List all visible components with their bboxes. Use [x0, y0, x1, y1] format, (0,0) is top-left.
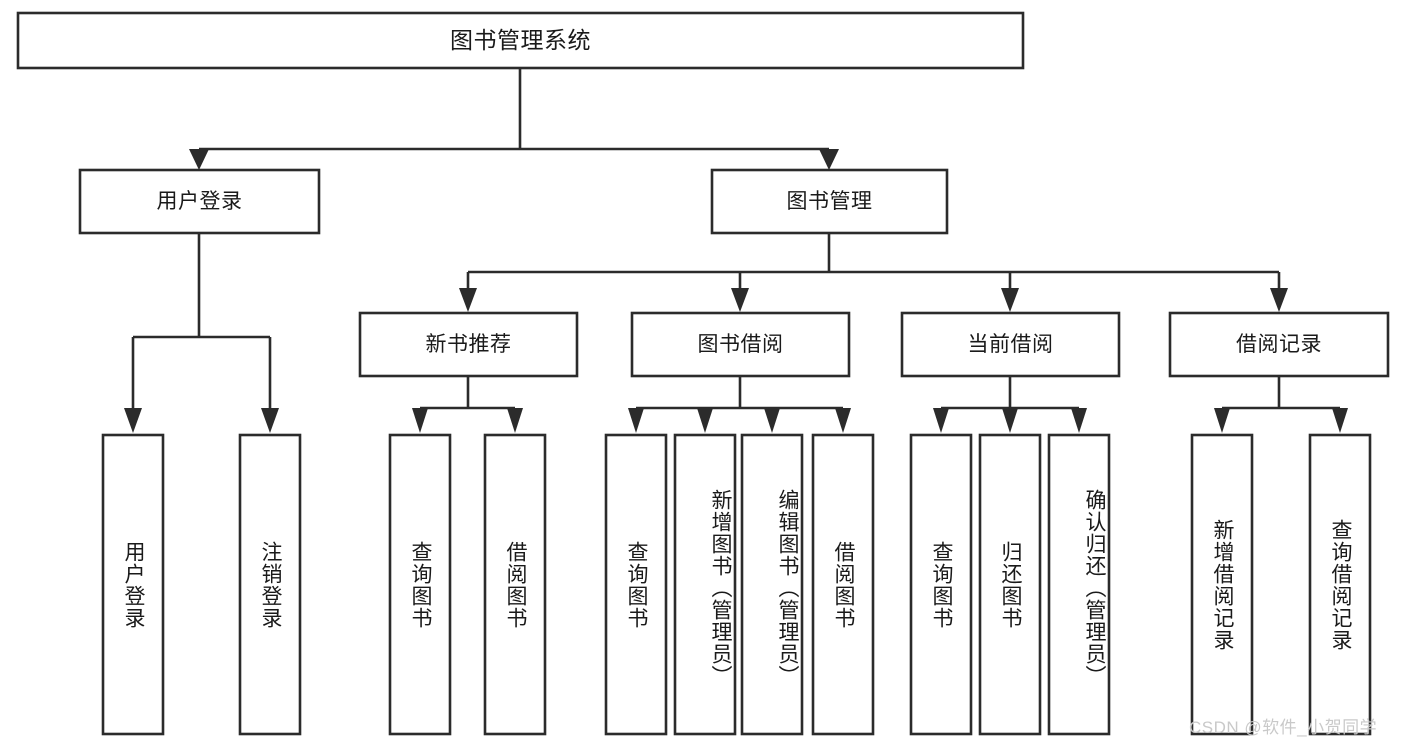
arrow-head-leaf-user-login — [124, 408, 142, 433]
node-box-leaf-edit-book[interactable] — [740, 433, 804, 736]
node-box-leaf-add-book[interactable] — [673, 433, 737, 736]
arrow-head-current-borrow — [1001, 288, 1019, 312]
node-label-leaf-borrow-book-1: 借阅图书 — [504, 540, 527, 629]
node-box-leaf-return-book[interactable] — [978, 433, 1042, 736]
arrow-head-leaf-borrow-book-2 — [835, 408, 851, 433]
node-label-borrow-record: 借阅记录 — [1236, 332, 1322, 356]
node-box-book-manage[interactable] — [710, 168, 949, 235]
arrow-head-leaf-return-book — [1002, 408, 1018, 433]
node-label-leaf-query-book-3: 查询图书 — [930, 540, 953, 629]
arrow-head-leaf-query-book-1 — [412, 408, 428, 433]
node-label-leaf-confirm-return: 确认归还（管理员） — [1083, 488, 1106, 687]
arrow-head-leaf-add-record — [1214, 408, 1230, 433]
arrow-head-leaf-query-book-3 — [933, 408, 949, 433]
node-label-user-login: 用户登录 — [156, 189, 243, 213]
arrow-head-leaf-query-book-2 — [628, 408, 644, 433]
node-label-book-borrow: 图书借阅 — [697, 332, 784, 356]
node-box-leaf-confirm-return[interactable] — [1047, 433, 1111, 736]
node-label-leaf-add-record: 新增借阅记录 — [1211, 518, 1234, 651]
node-box-leaf-user-login[interactable] — [101, 433, 165, 736]
node-box-leaf-query-record[interactable] — [1308, 433, 1372, 736]
node-box-new-book-recommend[interactable] — [358, 311, 579, 378]
arrow-head-book-borrow — [731, 288, 749, 312]
arrow-head-leaf-logout — [261, 408, 279, 433]
arrow-head-leaf-query-record — [1332, 408, 1348, 433]
node-box-root[interactable] — [16, 11, 1025, 70]
node-label-leaf-query-book-1: 查询图书 — [409, 540, 432, 629]
node-label-leaf-query-record: 查询借阅记录 — [1329, 518, 1352, 651]
node-box-leaf-logout[interactable] — [238, 433, 302, 736]
node-label-leaf-query-book-2: 查询图书 — [625, 540, 648, 629]
node-label-book-manage: 图书管理 — [786, 189, 873, 213]
arrow-head-leaf-confirm-return — [1071, 408, 1087, 433]
node-label-leaf-edit-book: 编辑图书（管理员） — [776, 488, 799, 687]
node-box-book-borrow[interactable] — [630, 311, 851, 378]
node-box-user-login[interactable] — [78, 168, 321, 235]
node-label-leaf-add-book: 新增图书（管理员） — [709, 488, 732, 687]
node-box-leaf-borrow-book-1[interactable] — [483, 433, 547, 736]
arrow-head-new-book-recommend — [459, 288, 477, 312]
node-box-leaf-query-book-2[interactable] — [604, 433, 668, 736]
arrow-head-user-login — [189, 149, 209, 170]
arrow-head-book-manage — [819, 149, 839, 170]
arrow-head-leaf-edit-book — [764, 408, 780, 433]
arrow-head-borrow-record — [1270, 288, 1288, 312]
node-label-leaf-borrow-book-2: 借阅图书 — [832, 540, 855, 629]
node-label-leaf-return-book: 归还图书 — [999, 540, 1022, 629]
node-label-root: 图书管理系统 — [450, 26, 591, 53]
watermark-text: CSDN @软件_小贺同学 — [1189, 718, 1378, 737]
arrow-head-leaf-borrow-book-1 — [507, 408, 523, 433]
node-box-current-borrow[interactable] — [900, 311, 1121, 378]
node-box-leaf-query-book-1[interactable] — [388, 433, 452, 736]
node-label-leaf-logout: 注销登录 — [259, 540, 282, 629]
node-label-leaf-user-login: 用户登录 — [122, 540, 145, 629]
node-label-current-borrow: 当前借阅 — [967, 332, 1054, 356]
node-box-leaf-borrow-book-2[interactable] — [811, 433, 875, 736]
node-box-leaf-query-book-3[interactable] — [909, 433, 973, 736]
node-label-new-book-recommend: 新书推荐 — [425, 332, 512, 356]
node-box-leaf-add-record[interactable] — [1190, 433, 1254, 736]
arrow-head-leaf-add-book — [697, 408, 713, 433]
